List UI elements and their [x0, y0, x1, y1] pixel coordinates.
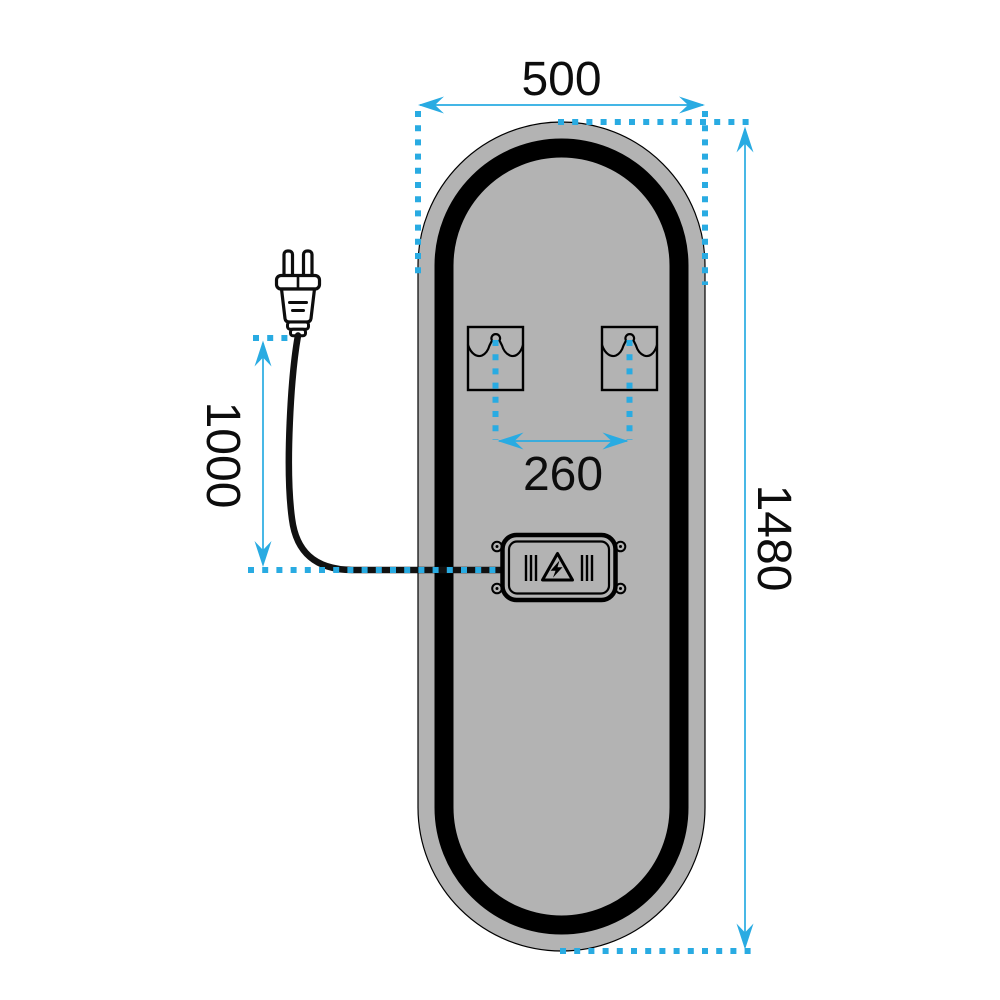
dimension-cable-length: 1000 [196, 340, 272, 567]
power-plug-icon [274, 249, 322, 338]
driver-box-inner [507, 540, 611, 595]
ear-hole [619, 545, 622, 548]
vent-slats-left [524, 555, 538, 581]
warning-triangle-icon [541, 552, 574, 582]
ear-hole [495, 587, 499, 590]
dimension-width: 500 [418, 53, 705, 114]
power-cable [285, 332, 505, 574]
dimension-label-height: 1480 [747, 485, 800, 592]
lightning-bolt-icon [550, 560, 563, 578]
dimension-bracket-spacing: 260 [497, 432, 629, 501]
dimension-label-bracket-spacing: 260 [523, 448, 603, 501]
dimension-label-cable-length: 1000 [196, 402, 249, 509]
vent-slats-right [580, 555, 594, 581]
plug-body [279, 287, 317, 324]
driver-box [491, 532, 627, 603]
ear-hole [619, 587, 622, 590]
bracket-keyhole-icon [600, 333, 659, 358]
bracket-keyhole-icon [466, 333, 525, 358]
mirror-frame [434, 138, 689, 935]
dimension-height: 1480 [736, 126, 800, 950]
dimension-label-width: 500 [521, 53, 601, 106]
ear-hole [495, 545, 499, 548]
